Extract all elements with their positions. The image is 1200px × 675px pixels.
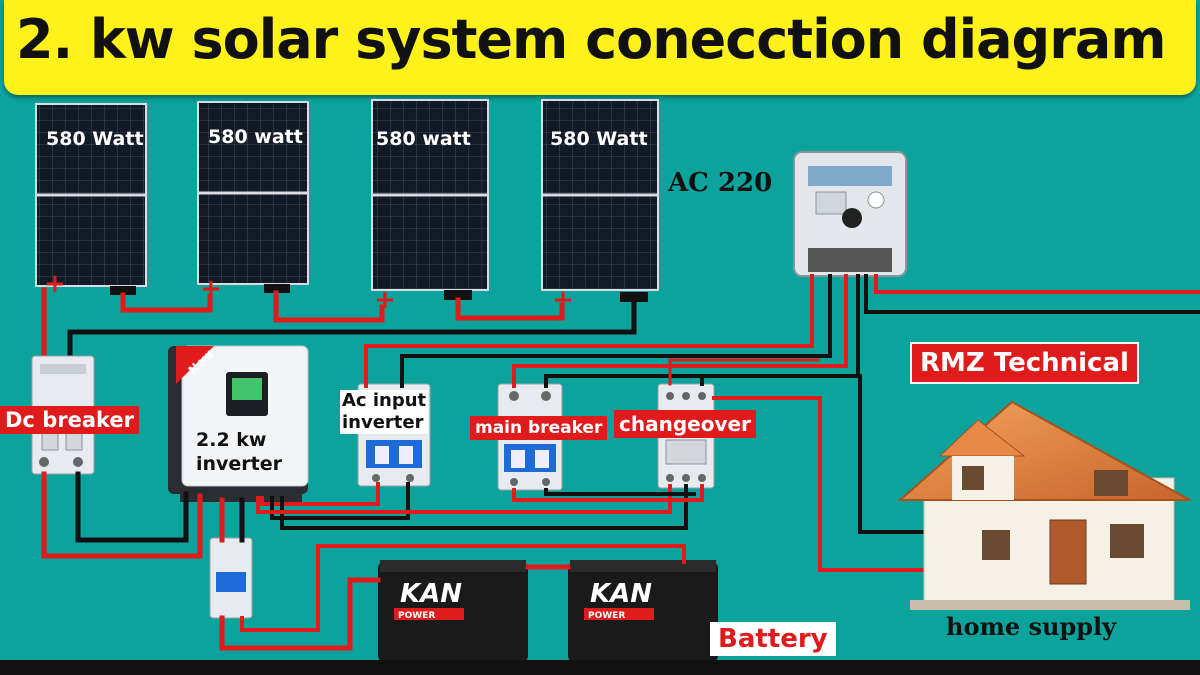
panel-series-wiring (41, 287, 637, 365)
panel-2-label: 580 watt (208, 126, 303, 148)
inverter-unit: New (168, 345, 309, 502)
dc-breaker-label: Dc breaker (0, 406, 139, 434)
changeover-label: changeover (614, 410, 756, 438)
solar-panel-4: + (541, 99, 659, 315)
inverter-label-line2: inverter (196, 453, 283, 475)
page-title: 2. kw solar system conecction diagram (16, 8, 1167, 71)
solar-panel-1: + (35, 103, 147, 299)
solar-panel-2: + (197, 101, 309, 304)
ac-input-label-line2: inverter (342, 412, 424, 433)
battery-2-brand: KAN (590, 579, 652, 609)
battery-1-model: POWER (398, 611, 435, 621)
ac-input-label-line1: Ac input (342, 390, 427, 411)
panel-1-label: 580 Watt (46, 128, 144, 150)
battery-2: KAN POWER (568, 560, 718, 662)
title-bar: 2. kw solar system conecction diagram (4, 0, 1196, 95)
house-illustration (897, 400, 1191, 610)
battery-label: Battery (710, 622, 836, 656)
panel-4-label: 580 Watt (550, 128, 648, 150)
battery-1: KAN POWER (378, 560, 528, 662)
panel-3-plus: + (374, 285, 396, 315)
brand-label: RMZ Technical (910, 342, 1139, 384)
home-supply-label: home supply (946, 612, 1117, 641)
bottom-strip (0, 660, 1200, 675)
inverter-label-line1: 2.2 kw (196, 429, 267, 451)
meter-label: AC 220 (668, 168, 773, 198)
battery-breaker (209, 537, 253, 619)
energy-meter (793, 151, 907, 277)
panel-1-plus: + (44, 269, 66, 299)
inverter-label: 2.2 kw inverter (196, 428, 282, 476)
solar-panel-3: + (371, 99, 489, 315)
panel-3-label: 580 watt (376, 128, 471, 150)
battery-1-brand: KAN (400, 579, 462, 609)
panel-4-plus: + (552, 285, 574, 315)
battery-2-model: POWER (588, 611, 625, 621)
main-breaker-label: main breaker (470, 416, 608, 440)
main-wiring (41, 274, 1200, 651)
panel-2-plus: + (200, 274, 222, 304)
ac-input-label: Ac input inverter (340, 390, 429, 434)
